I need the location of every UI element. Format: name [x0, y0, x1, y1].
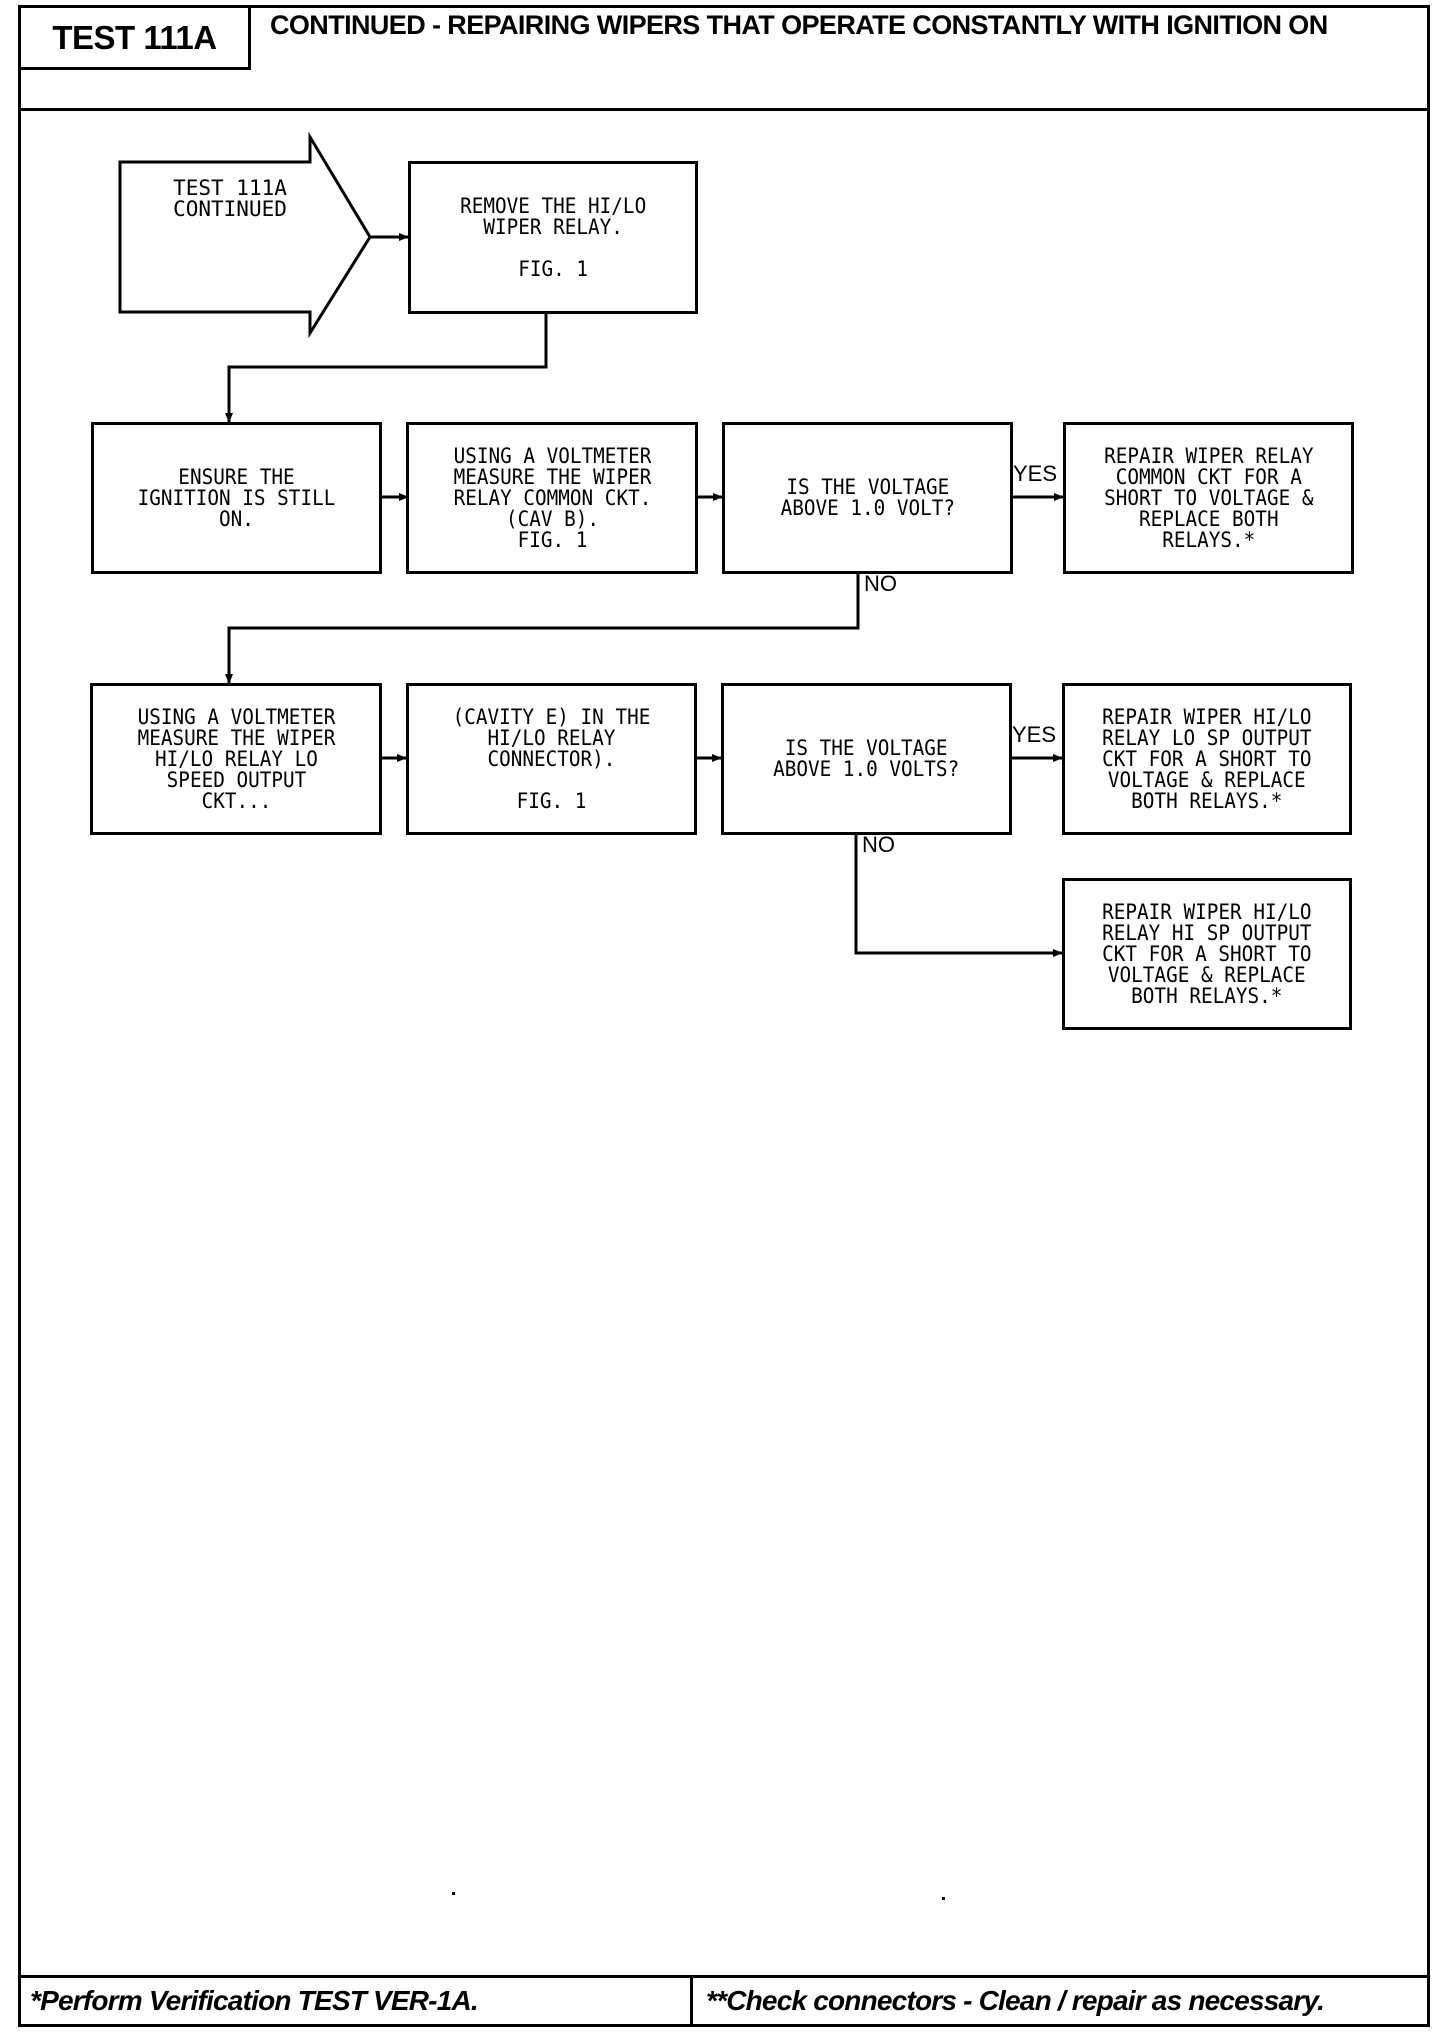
repair-lo-sp-box: REPAIR WIPER HI/LO RELAY LO SP OUTPUT CK…: [1062, 683, 1352, 835]
no-label-2: NO: [862, 832, 895, 857]
page-title: CONTINUED - REPAIRING WIPERS THAT OPERAT…: [270, 10, 1328, 40]
header-divider: [18, 108, 1430, 111]
ensure-ignition-box: ENSURE THE IGNITION IS STILL ON.: [91, 422, 382, 574]
speck-right: [942, 1897, 945, 1900]
test-id-box: TEST 111A: [18, 5, 251, 70]
yes-label-2: YES: [1012, 722, 1057, 747]
question-1-box: IS THE VOLTAGE ABOVE 1.0 VOLT?: [722, 422, 1013, 574]
repair-hi-sp-box: REPAIR WIPER HI/LO RELAY HI SP OUTPUT CK…: [1062, 878, 1352, 1030]
question-2-box: IS THE VOLTAGE ABOVE 1.0 VOLTS?: [721, 683, 1012, 835]
remove-relay-box: REMOVE THE HI/LO WIPER RELAY. FIG. 1: [408, 161, 698, 314]
cavity-e-box: (CAVITY E) IN THE HI/LO RELAY CONNECTOR)…: [406, 683, 697, 835]
yes-label-1: YES: [1013, 461, 1058, 486]
footer-verification-note: *Perform Verification TEST VER-1A.: [30, 1985, 479, 2016]
footer-divider: [18, 1975, 1430, 1978]
start-label: TEST 111A CONTINUED: [173, 176, 287, 221]
repair-common-box: REPAIR WIPER RELAY COMMON CKT FOR A SHOR…: [1063, 422, 1354, 574]
footer-separator: [690, 1975, 693, 2027]
speck-left: [452, 1892, 455, 1895]
measure-lo-speed-box: USING A VOLTMETER MEASURE THE WIPER HI/L…: [90, 683, 382, 835]
page-frame: [18, 5, 1430, 2027]
no-label-1: NO: [864, 571, 897, 596]
start-arrow-shape: [118, 131, 372, 339]
measure-common-box: USING A VOLTMETER MEASURE THE WIPER RELA…: [406, 422, 698, 574]
footer-connector-note: **Check connectors - Clean / repair as n…: [706, 1985, 1325, 2016]
